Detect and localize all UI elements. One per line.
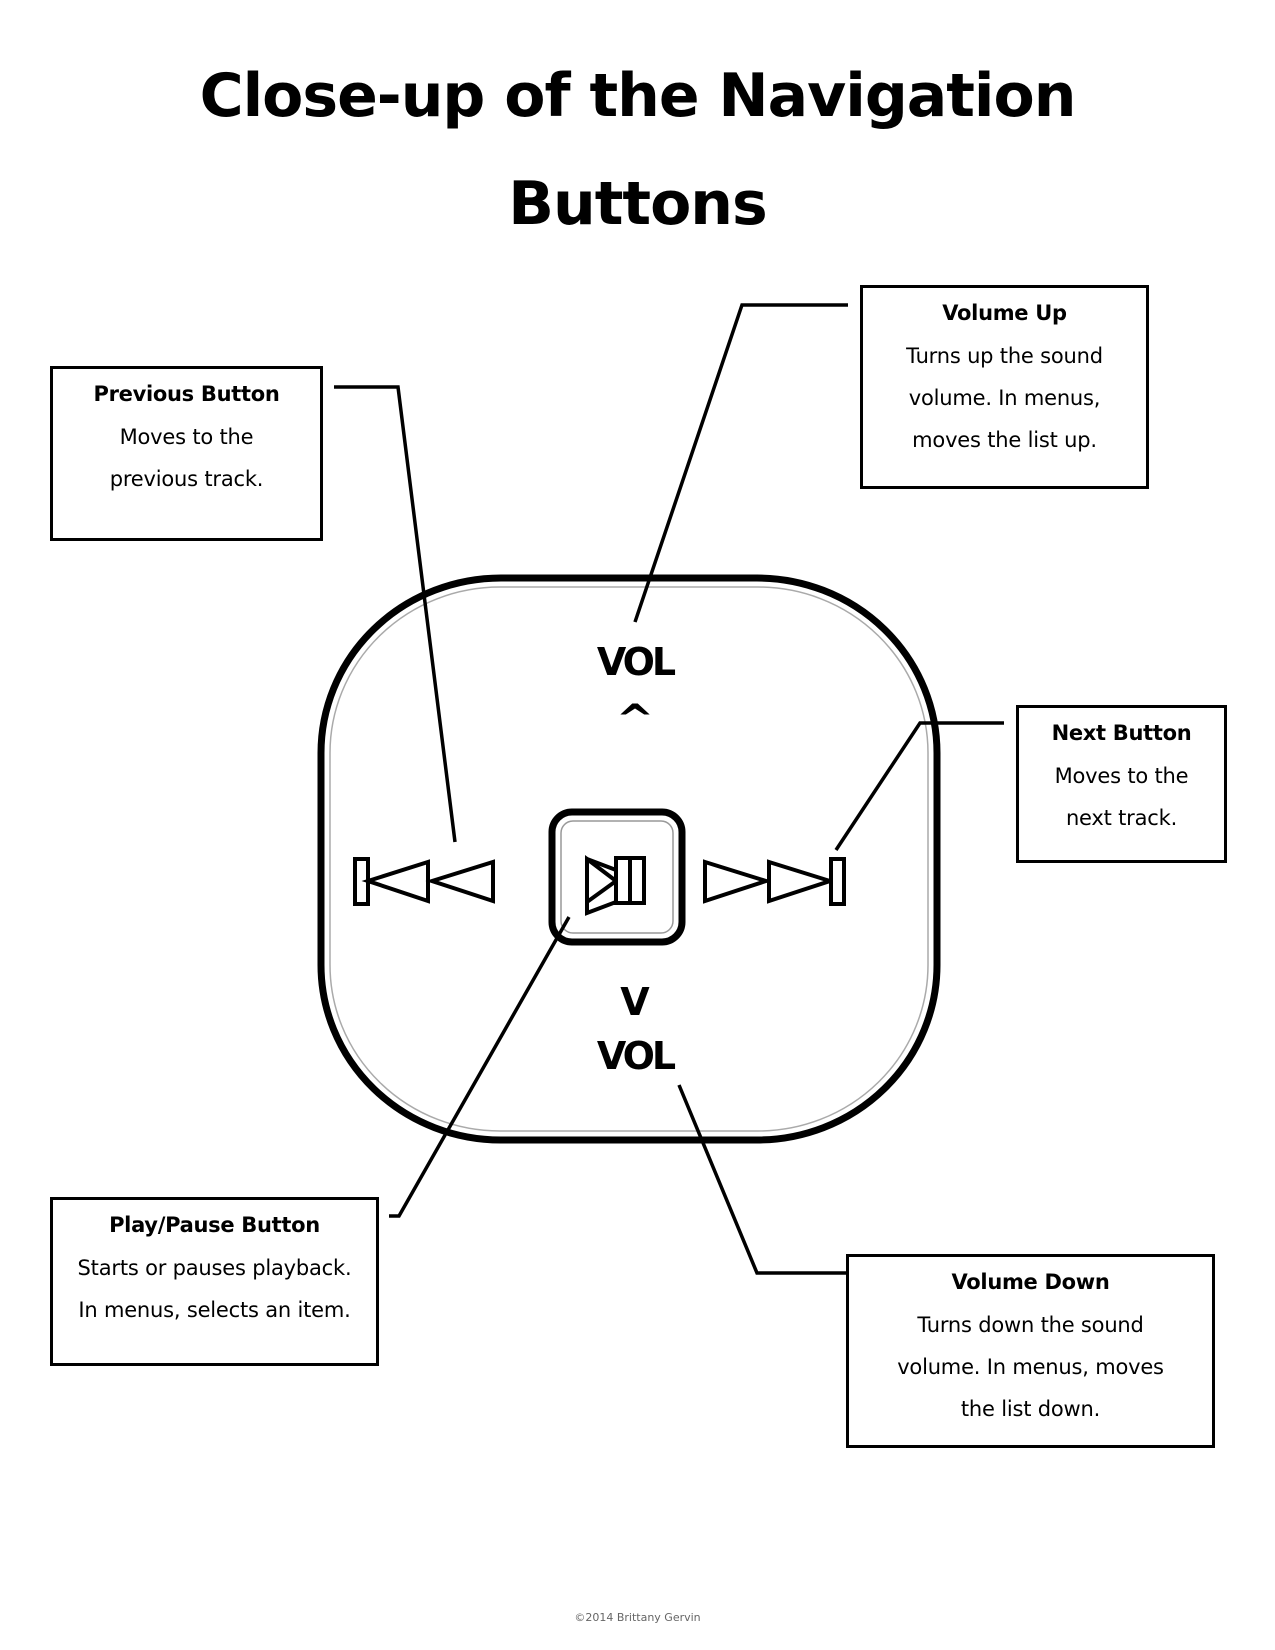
page-title: Close-up of the Navigation Buttons (0, 42, 1275, 258)
callout-line: Starts or pauses playback. (77, 1256, 352, 1280)
callout-line: previous track. (109, 467, 264, 491)
leader-volume-down (677, 1084, 846, 1275)
callout-heading: Previous Button (93, 382, 280, 406)
callout-body: Turns up the sound volume. In menus, mov… (863, 335, 1146, 461)
callout-next-button: Next Button Moves to the next track. (1016, 705, 1227, 863)
previous-track-icon[interactable] (353, 857, 495, 906)
leader-play-pause (389, 916, 571, 1218)
leader-lines (334, 303, 1004, 1275)
callout-line: next track. (1065, 806, 1178, 830)
vol-up-label[interactable]: VOL (596, 640, 676, 684)
callout-body: Turns down the sound volume. In menus, m… (849, 1304, 1212, 1430)
vol-down-caret-icon[interactable]: V (620, 980, 650, 1024)
leader-previous (334, 385, 457, 843)
callout-play-pause-button: Play/Pause Button Starts or pauses playb… (50, 1197, 379, 1366)
play-pause-icon (585, 854, 646, 916)
callout-line: Turns up the sound (906, 344, 1103, 368)
callout-volume-down: Volume Down Turns down the sound volume.… (846, 1254, 1215, 1448)
next-track-icon[interactable] (703, 857, 846, 906)
callout-volume-up: Volume Up Turns up the sound volume. In … (860, 285, 1149, 489)
callout-line: volume. In menus, moves (897, 1355, 1164, 1379)
leader-volume-up (633, 303, 848, 623)
copyright-footer: ©2014 Brittany Gervin (574, 1611, 701, 1624)
vol-down-label[interactable]: VOL (596, 1034, 676, 1078)
vol-up-caret-icon[interactable]: ^ (615, 697, 655, 743)
callout-line: Moves to the (1054, 764, 1189, 788)
callout-heading: Next Button (1051, 721, 1192, 745)
leader-next (834, 721, 1004, 851)
callout-heading: Play/Pause Button (109, 1213, 320, 1237)
title-line-2: Buttons (508, 169, 767, 239)
callout-line: the list down. (960, 1397, 1101, 1421)
title-line-1: Close-up of the Navigation (199, 61, 1077, 131)
callout-line: volume. In menus, (908, 386, 1101, 410)
callout-line: Moves to the (119, 425, 254, 449)
callout-line: moves the list up. (912, 428, 1097, 452)
callout-heading: Volume Down (951, 1270, 1110, 1294)
callout-body: Moves to the previous track. (53, 416, 320, 500)
play-pause-button[interactable] (548, 808, 686, 946)
callout-line: In menus, selects an item. (78, 1298, 351, 1322)
callout-body: Moves to the next track. (1019, 755, 1224, 839)
callout-line: Turns down the sound (917, 1313, 1144, 1337)
callout-previous-button: Previous Button Moves to the previous tr… (50, 366, 323, 541)
callout-body: Starts or pauses playback. In menus, sel… (53, 1247, 376, 1331)
callout-heading: Volume Up (942, 301, 1067, 325)
